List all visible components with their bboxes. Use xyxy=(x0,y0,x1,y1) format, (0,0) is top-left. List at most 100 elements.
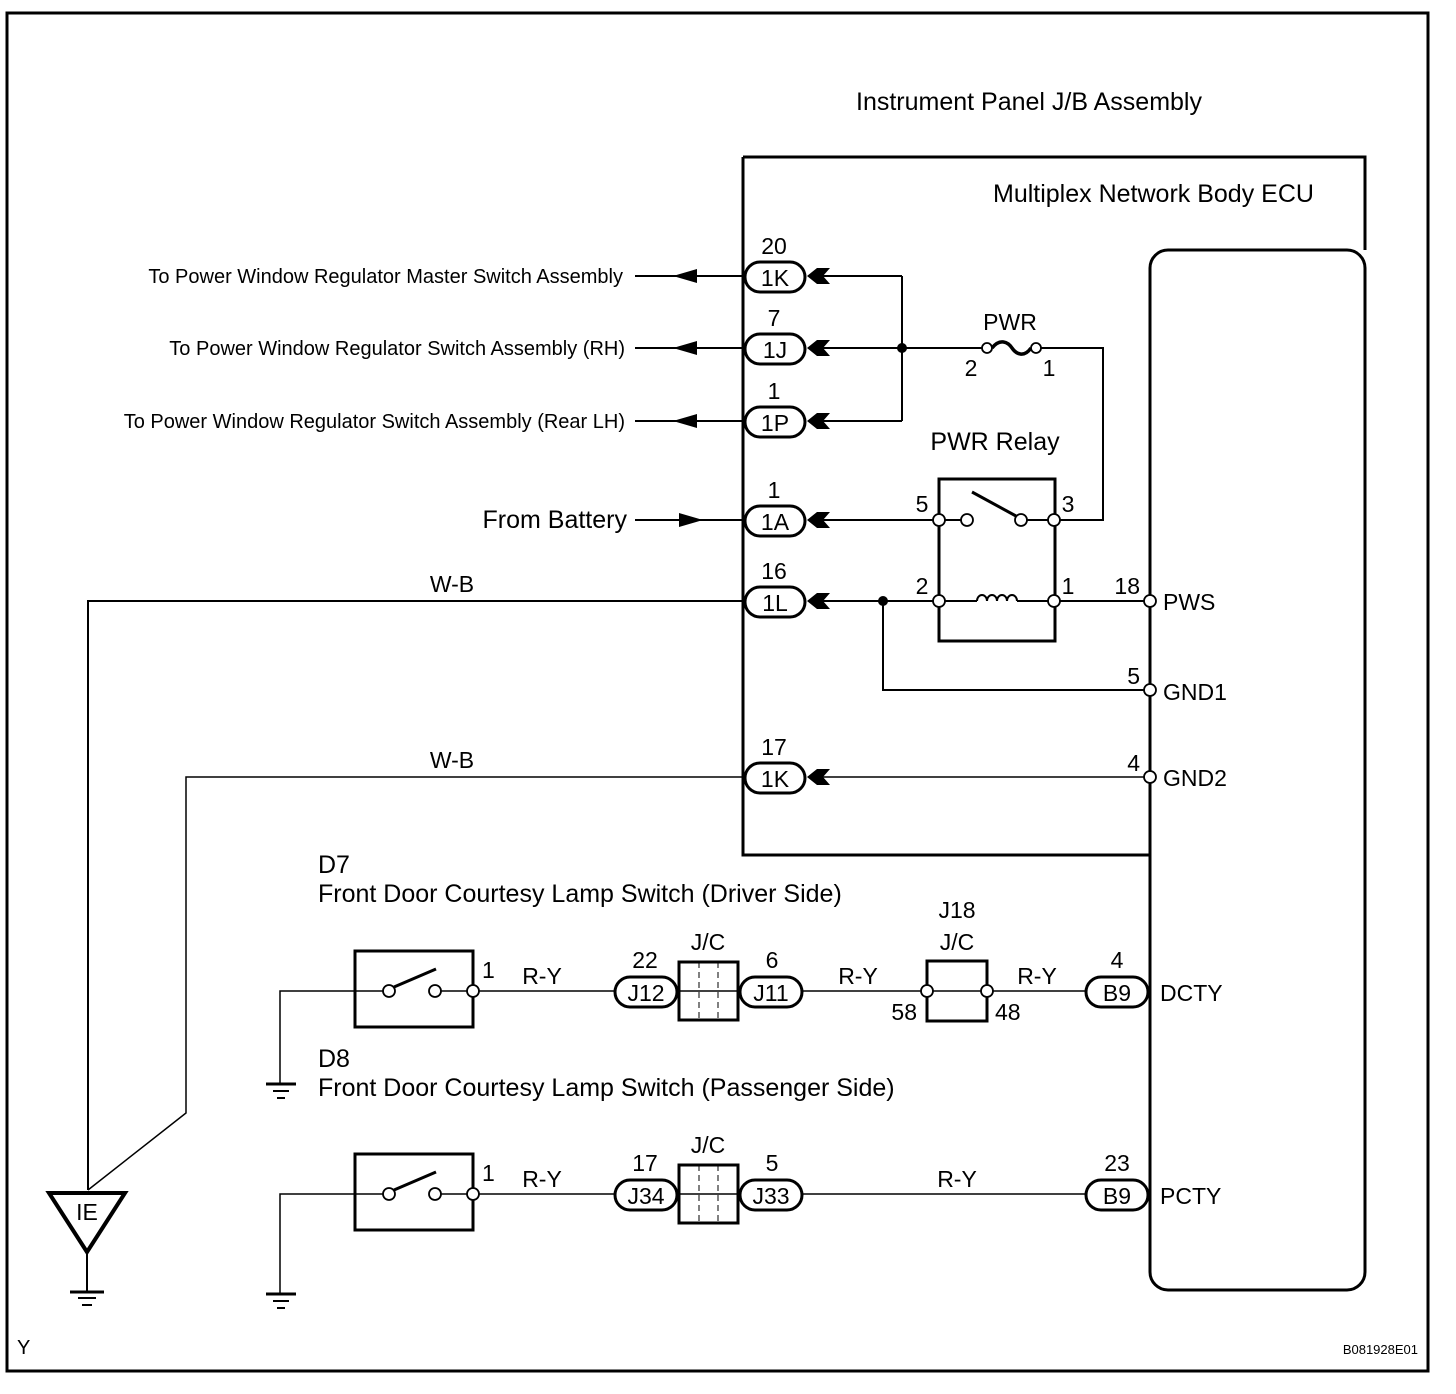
switch-box xyxy=(353,949,475,1029)
switch-icon xyxy=(393,1170,437,1192)
relay-pin-1: 1 xyxy=(1062,573,1075,599)
pwr-fuse: PWR 2 1 xyxy=(965,309,1104,521)
connector-pill xyxy=(743,332,807,366)
connector-pill xyxy=(738,1178,804,1212)
d8-name: Front Door Courtesy Lamp Switch (Passeng… xyxy=(318,1074,895,1102)
pin-number: 5 xyxy=(766,1150,779,1176)
jc-label: J/C xyxy=(691,1132,726,1158)
pin-number: 17 xyxy=(632,1150,658,1176)
connector-label: B9 xyxy=(1103,1183,1131,1209)
pin-number: 17 xyxy=(761,734,787,760)
ground-point-label: IE xyxy=(76,1199,98,1225)
jb-assembly-title: Instrument Panel J/B Assembly xyxy=(856,88,1202,116)
diagram-frame xyxy=(5,11,1430,1373)
connector-pill xyxy=(1084,975,1150,1009)
jb-box-top xyxy=(743,155,1367,250)
pin-number: 22 xyxy=(632,947,658,973)
connector-label: 1L xyxy=(762,590,788,616)
pin-number: 7 xyxy=(768,305,781,331)
relay-box xyxy=(937,477,1057,643)
ecu-pin-number: 5 xyxy=(1127,663,1140,689)
jb-box-left xyxy=(741,157,1150,857)
ecu-terminal-name: GND2 xyxy=(1163,765,1227,791)
connector-terminal-icon xyxy=(807,512,830,528)
pin-number: 4 xyxy=(1111,947,1124,973)
wire-color-label: R-Y xyxy=(838,963,878,989)
ecu-terminal-pws: 18 PWS xyxy=(1114,573,1215,615)
connector-pill xyxy=(738,975,804,1009)
d7-name: Front Door Courtesy Lamp Switch (Driver … xyxy=(318,880,842,908)
j18-code: J18 xyxy=(938,897,975,923)
output-rear-lh-switch: To Power Window Regulator Switch Assembl… xyxy=(124,378,902,439)
junction-dot xyxy=(897,343,907,353)
connector-pill xyxy=(743,585,807,619)
battery-label: From Battery xyxy=(483,506,628,534)
fuse-icon xyxy=(990,340,1033,356)
pin-number: 1 xyxy=(768,378,781,404)
output-master-switch: To Power Window Regulator Master Switch … xyxy=(148,233,902,294)
jc-label: J/C xyxy=(691,929,726,955)
connector-label: 1J xyxy=(763,337,787,363)
output-label: To Power Window Regulator Master Switch … xyxy=(148,266,623,288)
pin-number: 6 xyxy=(766,947,779,973)
connector-label: 1A xyxy=(761,509,790,535)
connector-label: 1P xyxy=(761,410,789,436)
j18-label: J/C xyxy=(940,929,975,955)
fuse-terminal xyxy=(1030,342,1042,354)
fuse-pin-right: 1 xyxy=(1043,355,1056,381)
connector-terminal-icon xyxy=(807,593,830,609)
connector-pill xyxy=(1084,1178,1150,1212)
relay-pin-2: 2 xyxy=(916,573,929,599)
d8-pin: 1 xyxy=(482,1160,495,1186)
j18-pin-left: 58 xyxy=(891,999,917,1025)
ecu-title: Multiplex Network Body ECU xyxy=(993,180,1314,208)
pin-number: 1 xyxy=(768,477,781,503)
arrow-right-icon xyxy=(679,513,703,527)
connector-terminal-icon xyxy=(807,340,830,356)
wire-color-label: R-Y xyxy=(1017,963,1057,989)
ecu-terminal-name: PCTY xyxy=(1160,1183,1221,1209)
fuse-terminal xyxy=(981,342,993,354)
d7-driver-courtesy-switch: D7 Front Door Courtesy Lamp Switch (Driv… xyxy=(266,851,1223,1099)
ecu-terminal-name: PWS xyxy=(1163,589,1215,615)
ecu-terminal-gnd2: 4 GND2 xyxy=(1127,750,1227,791)
arrow-left-icon xyxy=(673,269,697,283)
pin-number: 23 xyxy=(1104,1150,1130,1176)
connector-pill xyxy=(743,405,807,439)
connector-label: 1K xyxy=(761,766,790,792)
switch-box xyxy=(353,1152,475,1232)
wire-color-label: W-B xyxy=(430,571,474,597)
connector-pill xyxy=(613,1178,679,1212)
connector-label: 1K xyxy=(761,265,790,291)
j18-pin-right: 48 xyxy=(995,999,1021,1025)
connector-terminal-icon xyxy=(807,413,830,429)
pin-number: 20 xyxy=(761,233,787,259)
connector-terminal-icon xyxy=(807,769,830,785)
ground-point-ie: IE xyxy=(45,1191,129,1306)
connector-pill xyxy=(613,975,679,1009)
arrow-left-icon xyxy=(673,414,697,428)
connector-label: J34 xyxy=(627,1183,664,1209)
corner-mark: Y xyxy=(17,1337,30,1359)
pwr-relay: PWR Relay 5 3 2 1 xyxy=(916,428,1075,643)
figure-code: B081928E01 xyxy=(1343,1342,1418,1357)
wire-color-label: R-Y xyxy=(937,1166,977,1192)
wire-color-label: R-Y xyxy=(522,963,562,989)
connector-label: B9 xyxy=(1103,980,1131,1006)
d8-passenger-courtesy-switch: D8 Front Door Courtesy Lamp Switch (Pass… xyxy=(266,1045,1221,1309)
relay-pin-5: 5 xyxy=(916,491,929,517)
pin-number: 16 xyxy=(761,558,787,584)
relay-pin-3: 3 xyxy=(1062,491,1075,517)
ground-point-icon xyxy=(45,1191,129,1256)
connector-pill xyxy=(743,761,807,795)
ecu-terminal-name: GND1 xyxy=(1163,679,1227,705)
d7-pin: 1 xyxy=(482,957,495,983)
relay-switch-icon xyxy=(971,490,1017,518)
ecu-terminal-name: DCTY xyxy=(1160,980,1223,1006)
d8-code: D8 xyxy=(318,1045,350,1073)
connector-label: J11 xyxy=(753,980,788,1006)
fuse-pin-left: 2 xyxy=(965,355,978,381)
output-label: To Power Window Regulator Switch Assembl… xyxy=(124,411,625,433)
d7-code: D7 xyxy=(318,851,350,879)
